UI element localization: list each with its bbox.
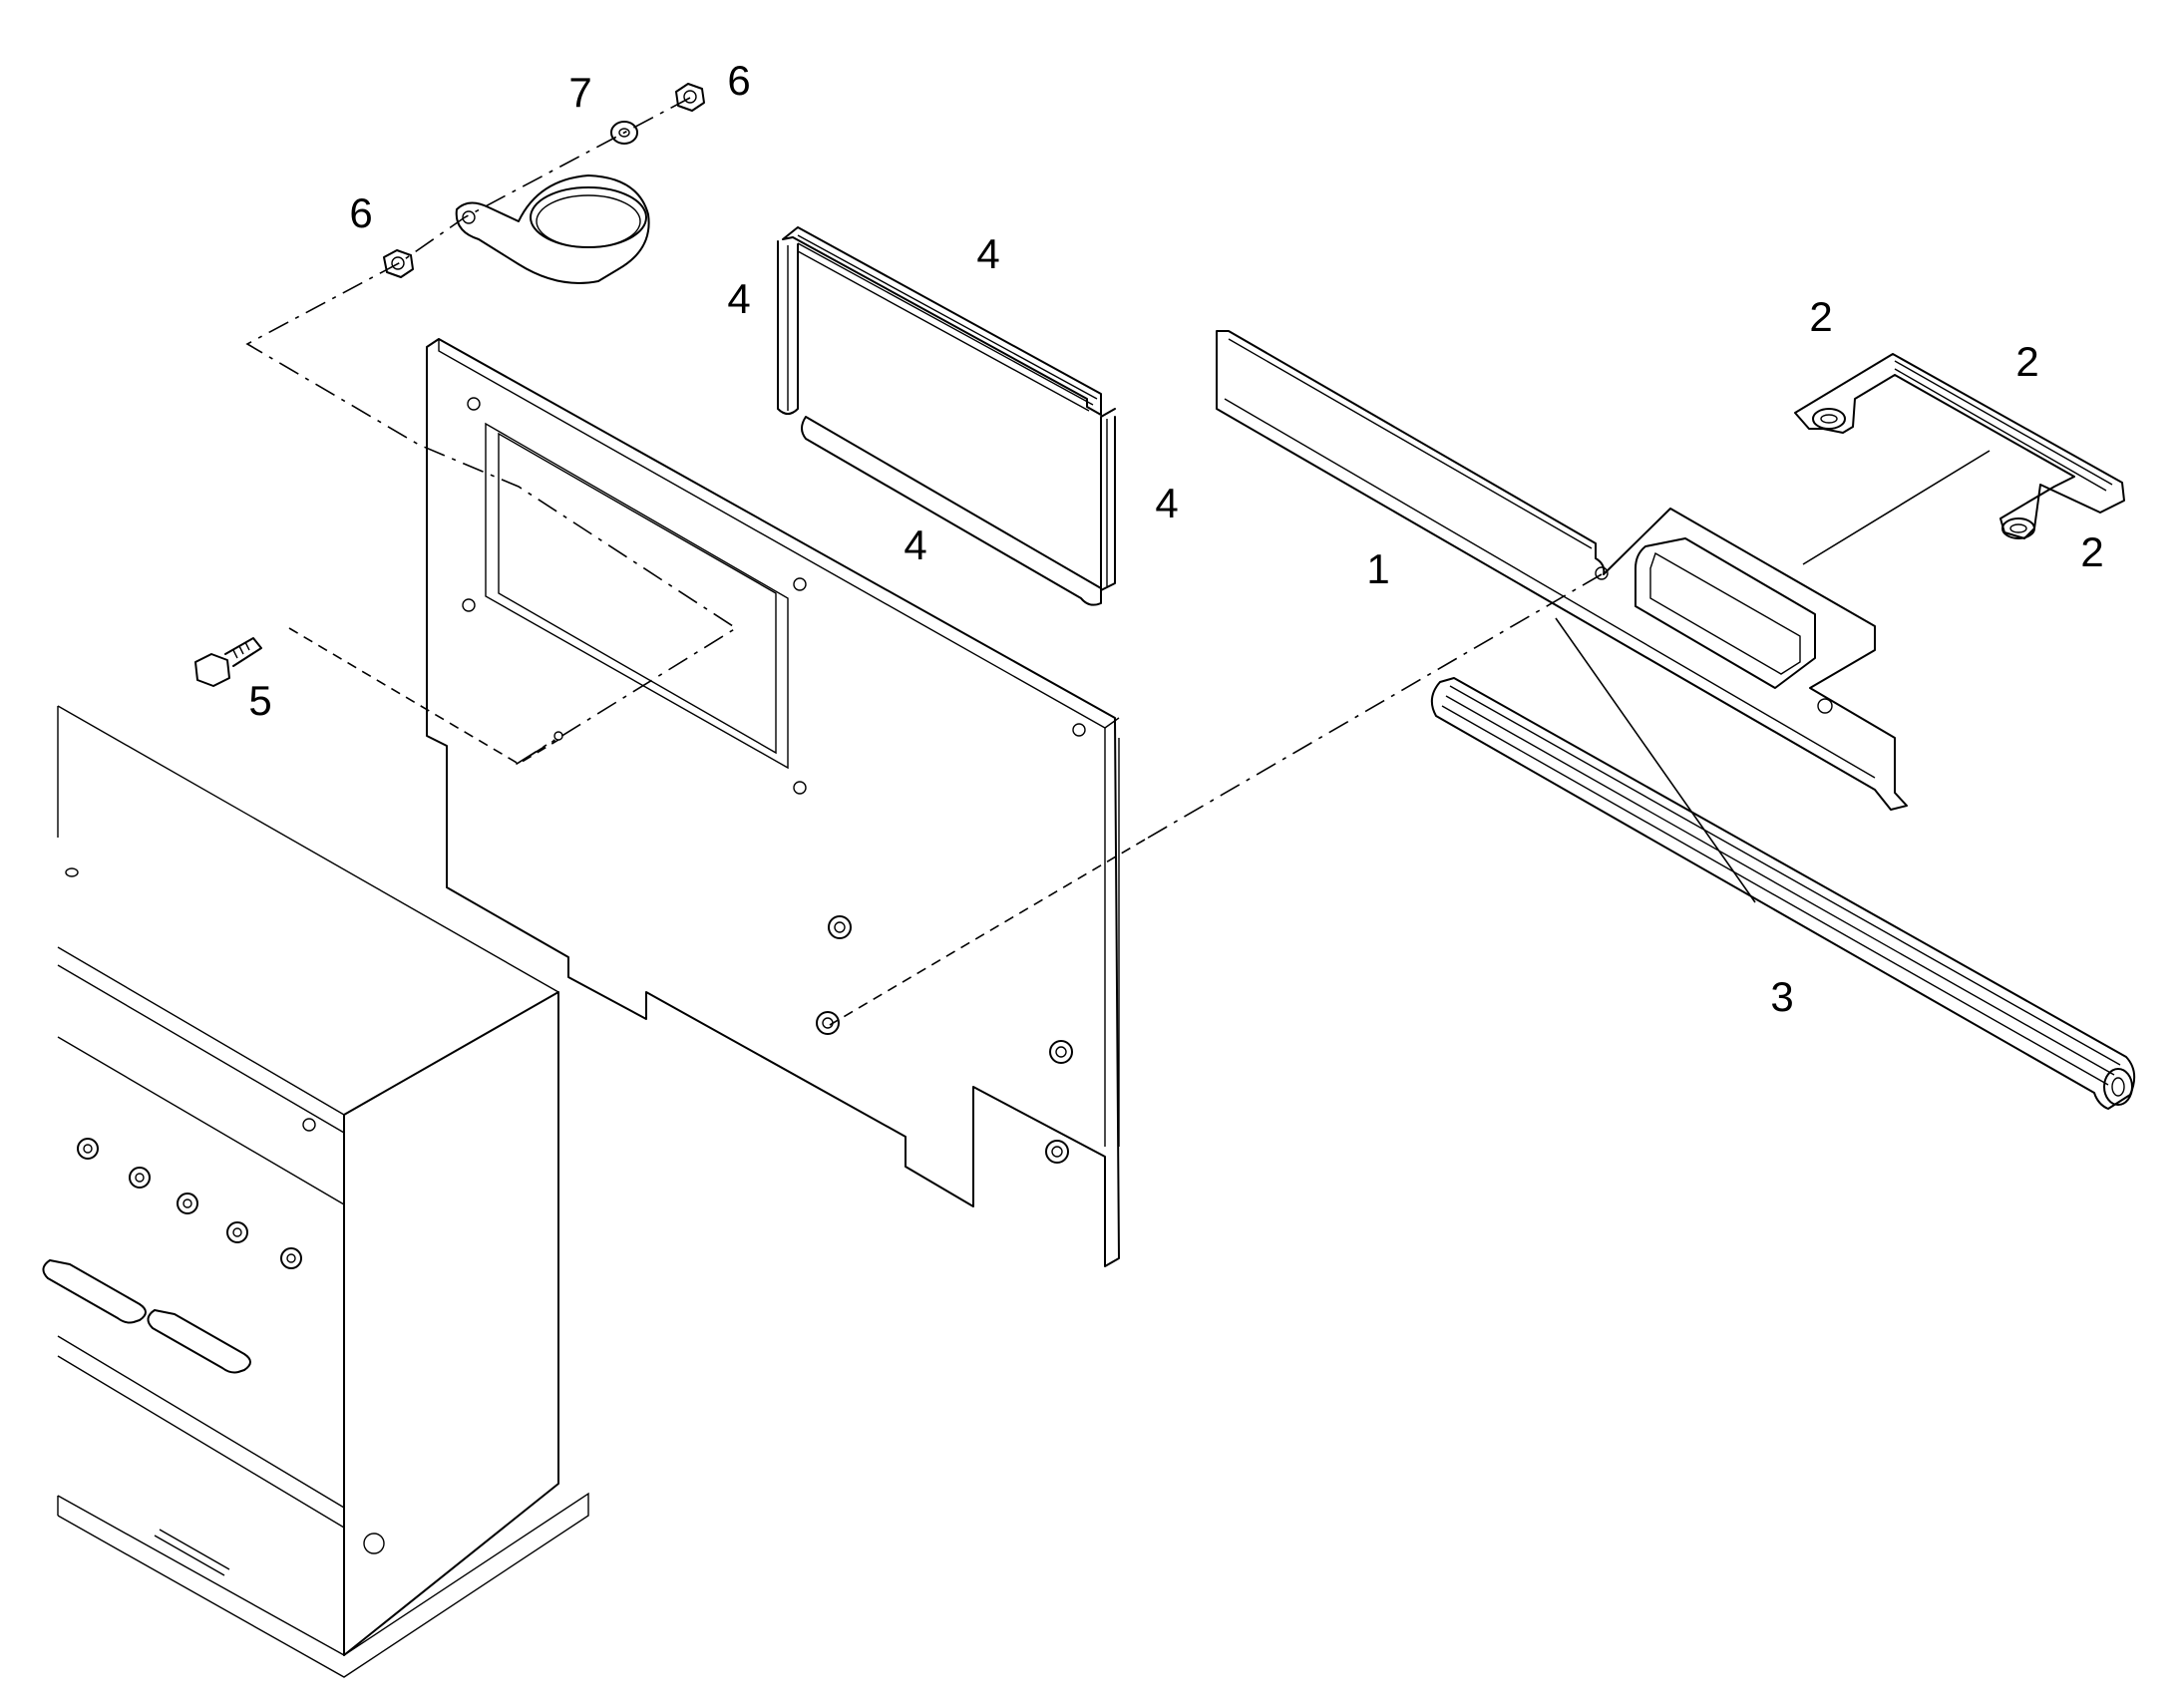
callout-2-top-right: 2 xyxy=(2015,338,2038,385)
callout-2-top-left: 2 xyxy=(1809,293,1832,340)
bracket xyxy=(1216,330,1908,811)
gasket-strips xyxy=(777,226,1116,606)
callout-5: 5 xyxy=(248,677,271,724)
callout-3: 3 xyxy=(1770,973,1793,1020)
mounting-plate xyxy=(426,338,1120,1267)
callout-7: 7 xyxy=(568,69,591,116)
callout-6-left: 6 xyxy=(349,189,372,236)
cabinet-nut-row xyxy=(77,1138,302,1269)
assembly-lines xyxy=(245,97,1991,1026)
hex-bolt xyxy=(194,637,262,687)
cable-clamp xyxy=(455,174,650,284)
callout-4-top: 4 xyxy=(976,230,999,277)
callout-4-left: 4 xyxy=(727,275,750,322)
long-trim-strip xyxy=(1430,677,2136,1110)
callout-1: 1 xyxy=(1366,545,1389,592)
cabinet-housing xyxy=(42,705,589,1678)
callout-4-right: 4 xyxy=(1155,480,1178,526)
callout-labels: 7 6 6 4 4 4 4 5 1 2 2 2 3 xyxy=(248,57,2103,1020)
callout-6-top: 6 xyxy=(727,57,750,104)
u-edge-trim xyxy=(1794,353,2125,539)
callout-4-bottom: 4 xyxy=(904,521,926,568)
callout-2-bottom-right: 2 xyxy=(2080,528,2103,575)
hex-nut-right xyxy=(675,83,705,112)
